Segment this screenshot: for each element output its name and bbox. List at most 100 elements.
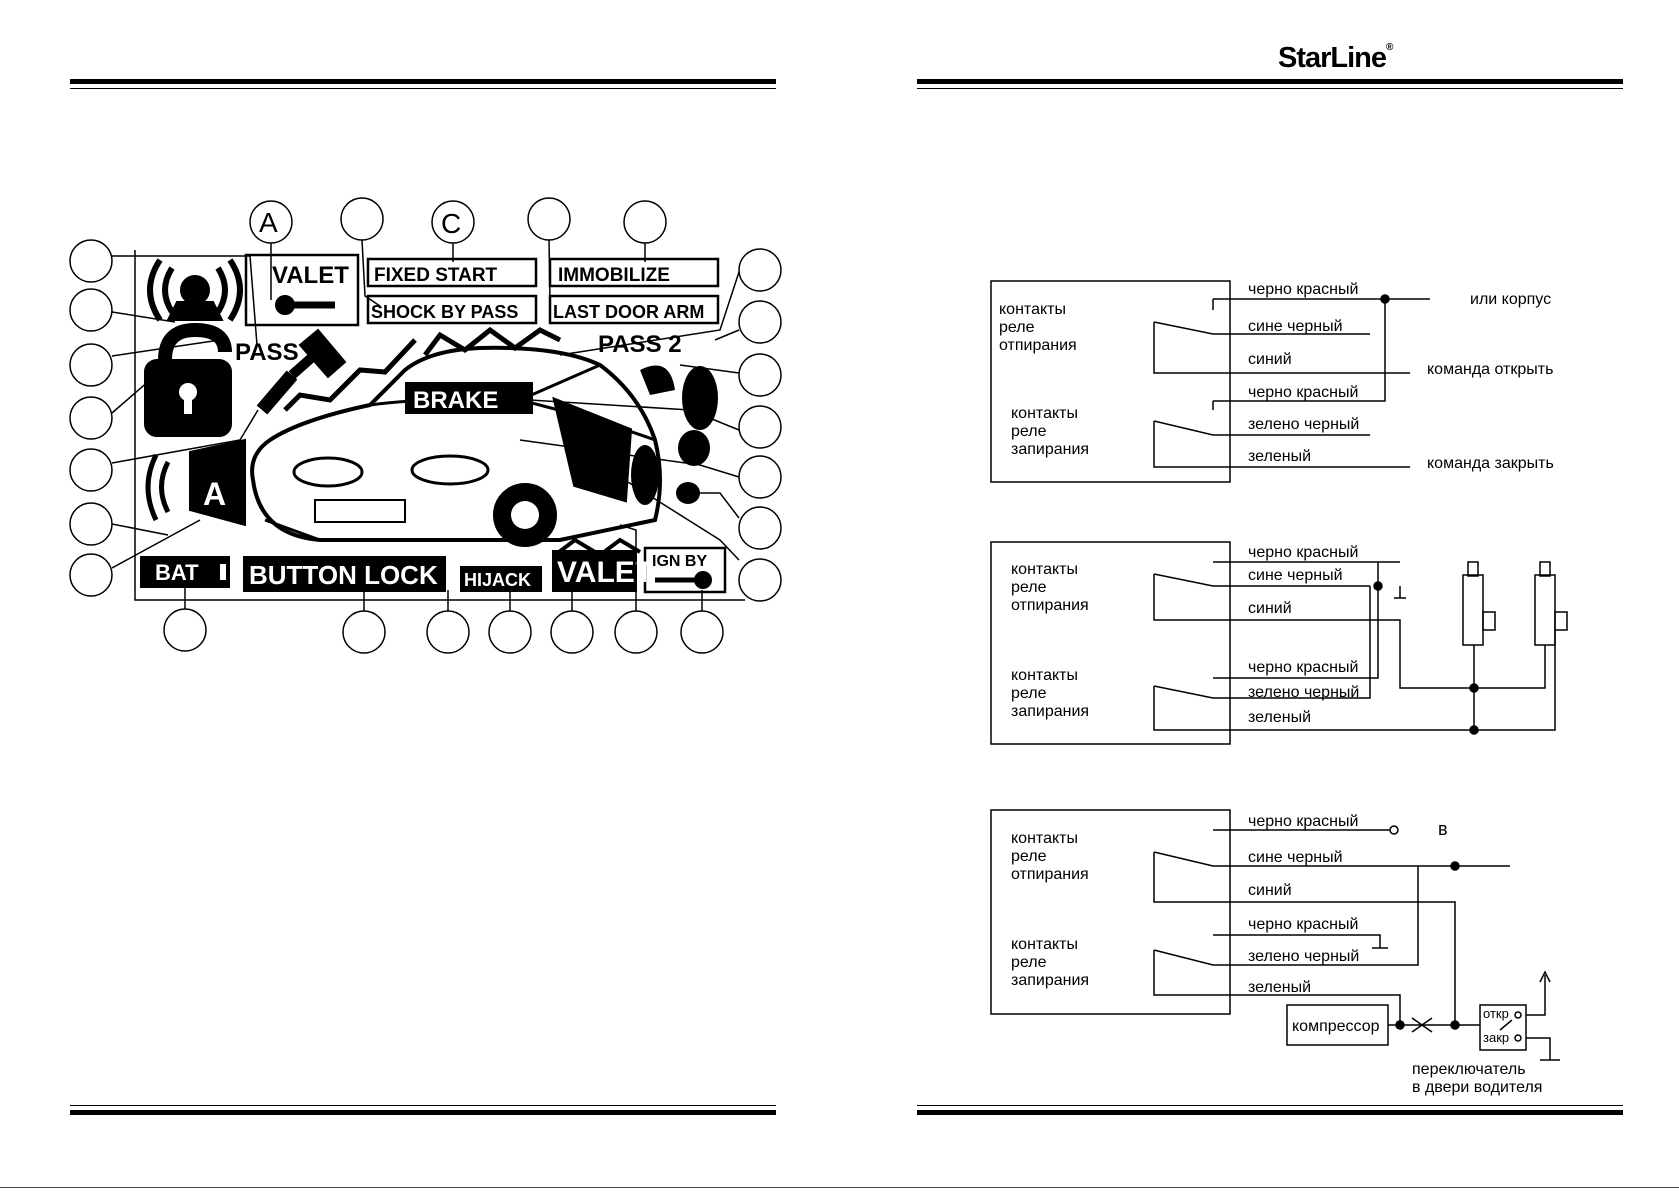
hood-blob	[640, 365, 675, 395]
d3-wire-6: зеленый	[1248, 979, 1311, 996]
label-bat: BAT	[155, 560, 199, 585]
d1-wire-1: черно красный	[1248, 281, 1358, 298]
actuator-left	[1462, 561, 1496, 730]
callout-circle-left7	[69, 553, 113, 597]
d2-wire-6: зеленый	[1248, 709, 1311, 726]
antenna-a-icon	[145, 438, 246, 527]
logo-text: StarLine	[1278, 42, 1387, 74]
callout-letter-c: C	[441, 208, 461, 239]
cross-mark	[1411, 1017, 1433, 1033]
label-ign-by: IGN BY	[652, 553, 707, 570]
callout-circle-bottom6	[614, 610, 658, 654]
d1-wire-6: зеленый	[1248, 448, 1311, 465]
d1-relay-block	[990, 280, 1231, 483]
starline-logo: StarLine®	[1278, 42, 1393, 75]
switch-box	[1479, 1004, 1527, 1051]
diagram-3-text: контакты реле отпирания контакты реле за…	[1011, 813, 1542, 1096]
diagram-1-text: контакты реле отпирания контакты реле за…	[999, 281, 1554, 472]
callout-circle-top2	[340, 197, 384, 241]
d3-unlock-l1: контакты	[1011, 830, 1078, 847]
label-shock-by-pass: SHOCK BY PASS	[371, 302, 518, 322]
registered-mark: ®	[1386, 42, 1393, 53]
callout-circle-right7	[738, 558, 782, 602]
label-valet-bottom: VALET	[557, 556, 653, 589]
d3-switch-open: откр	[1483, 1006, 1509, 1021]
valet-bottom-box	[552, 550, 637, 592]
callout-circle-right3	[738, 353, 782, 397]
shock-zigzag-top	[423, 326, 562, 357]
d1-unlock-l3: отпирания	[999, 337, 1077, 354]
d1-unlock-l1: контакты	[999, 301, 1066, 318]
callout-circle-left4	[69, 396, 113, 440]
d3-wire-2: сине черный	[1248, 849, 1343, 866]
left-header-rule	[70, 79, 776, 84]
hijack-box	[460, 566, 542, 592]
d3-unlock-l3: отпирания	[1011, 866, 1089, 883]
label-hijack: HIJACK	[464, 570, 531, 590]
button-lock-box	[243, 556, 446, 592]
d3-unlock-l2: реле	[1011, 848, 1047, 865]
fixed-start-frame	[366, 257, 538, 288]
callout-circle-bottom3	[426, 610, 470, 654]
siren-icon	[147, 258, 243, 322]
callout-circle-right4	[738, 405, 782, 449]
d1-lock-l3: запирания	[1011, 441, 1089, 458]
d2-wire-4: черно красный	[1248, 659, 1358, 676]
dot-blob	[676, 482, 700, 504]
d1-wire-3: синий	[1248, 351, 1292, 368]
d1-lock-l1: контакты	[1011, 405, 1078, 422]
d3-wire-4: черно красный	[1248, 916, 1358, 933]
left-footer-rule	[70, 1110, 776, 1115]
d2-wire-5: зелено черный	[1248, 684, 1359, 701]
shock-by-pass-frame	[366, 294, 538, 325]
label-button-lock: BUTTON LOCK	[249, 560, 438, 590]
ign-by-frame	[643, 546, 727, 594]
d2-unlock-l2: реле	[1011, 579, 1047, 596]
callout-circle-bottom4	[488, 610, 532, 654]
d1-lock-l2: реле	[1011, 423, 1047, 440]
callout-circle-left6	[69, 502, 113, 546]
diagram-2-text: контакты реле отпирания контакты реле за…	[1011, 544, 1359, 726]
valet-top-frame	[244, 253, 360, 327]
actuator-right	[1474, 561, 1568, 689]
bottom-edge-rule	[0, 1187, 1679, 1188]
shock-zigzag-left	[283, 338, 417, 412]
d3-switch-close: закр	[1483, 1030, 1509, 1045]
d3-lock-l2: реле	[1011, 954, 1047, 971]
d2-wire-3: синий	[1248, 600, 1292, 617]
callout-circle-bottom1	[163, 608, 207, 652]
callout-circle-left5	[69, 448, 113, 492]
d3-wire-1: черно красный	[1248, 813, 1358, 830]
d1-ground-label: или корпус	[1470, 291, 1551, 308]
callout-circle-right5	[738, 455, 782, 499]
right-footer-rule-thin	[917, 1105, 1623, 1106]
d3-wire-5: зелено черный	[1248, 948, 1359, 965]
callout-letters: A C	[259, 207, 461, 239]
callout-circle-left2	[69, 288, 113, 332]
d2-unlock-l1: контакты	[1011, 561, 1078, 578]
callout-circle-top5	[623, 200, 667, 244]
lcd-text: VALET FIXED START IMMOBILIZE SHOCK BY PA…	[155, 262, 707, 590]
brake-box	[405, 382, 533, 414]
d2-wire-2: сине черный	[1248, 567, 1343, 584]
label-valet-top: VALET	[272, 262, 349, 289]
label-pass: PASS	[235, 339, 299, 366]
hammer-icon	[256, 328, 347, 415]
d3-compressor-label: компрессор	[1292, 1018, 1380, 1035]
label-brake: BRAKE	[413, 387, 498, 414]
callout-circle-left1	[69, 239, 113, 283]
label-fixed-start: FIXED START	[374, 265, 498, 286]
d3-lock-l1: контакты	[1011, 936, 1078, 953]
left-header-rule-thin	[70, 88, 776, 89]
d3-wire-3: синий	[1248, 882, 1292, 899]
label-last-door-arm: LAST DOOR ARM	[553, 302, 704, 322]
door-blob	[678, 430, 710, 466]
callout-circle-right6	[738, 506, 782, 550]
d3-relay-block	[990, 809, 1231, 1015]
d2-wire-1: черно красный	[1248, 544, 1358, 561]
label-a: A	[203, 476, 226, 512]
d3-switch-caption-2: в двери водителя	[1412, 1079, 1542, 1096]
right-footer-rule	[917, 1110, 1623, 1115]
callouts	[69, 197, 782, 654]
car-illustration	[250, 345, 662, 547]
